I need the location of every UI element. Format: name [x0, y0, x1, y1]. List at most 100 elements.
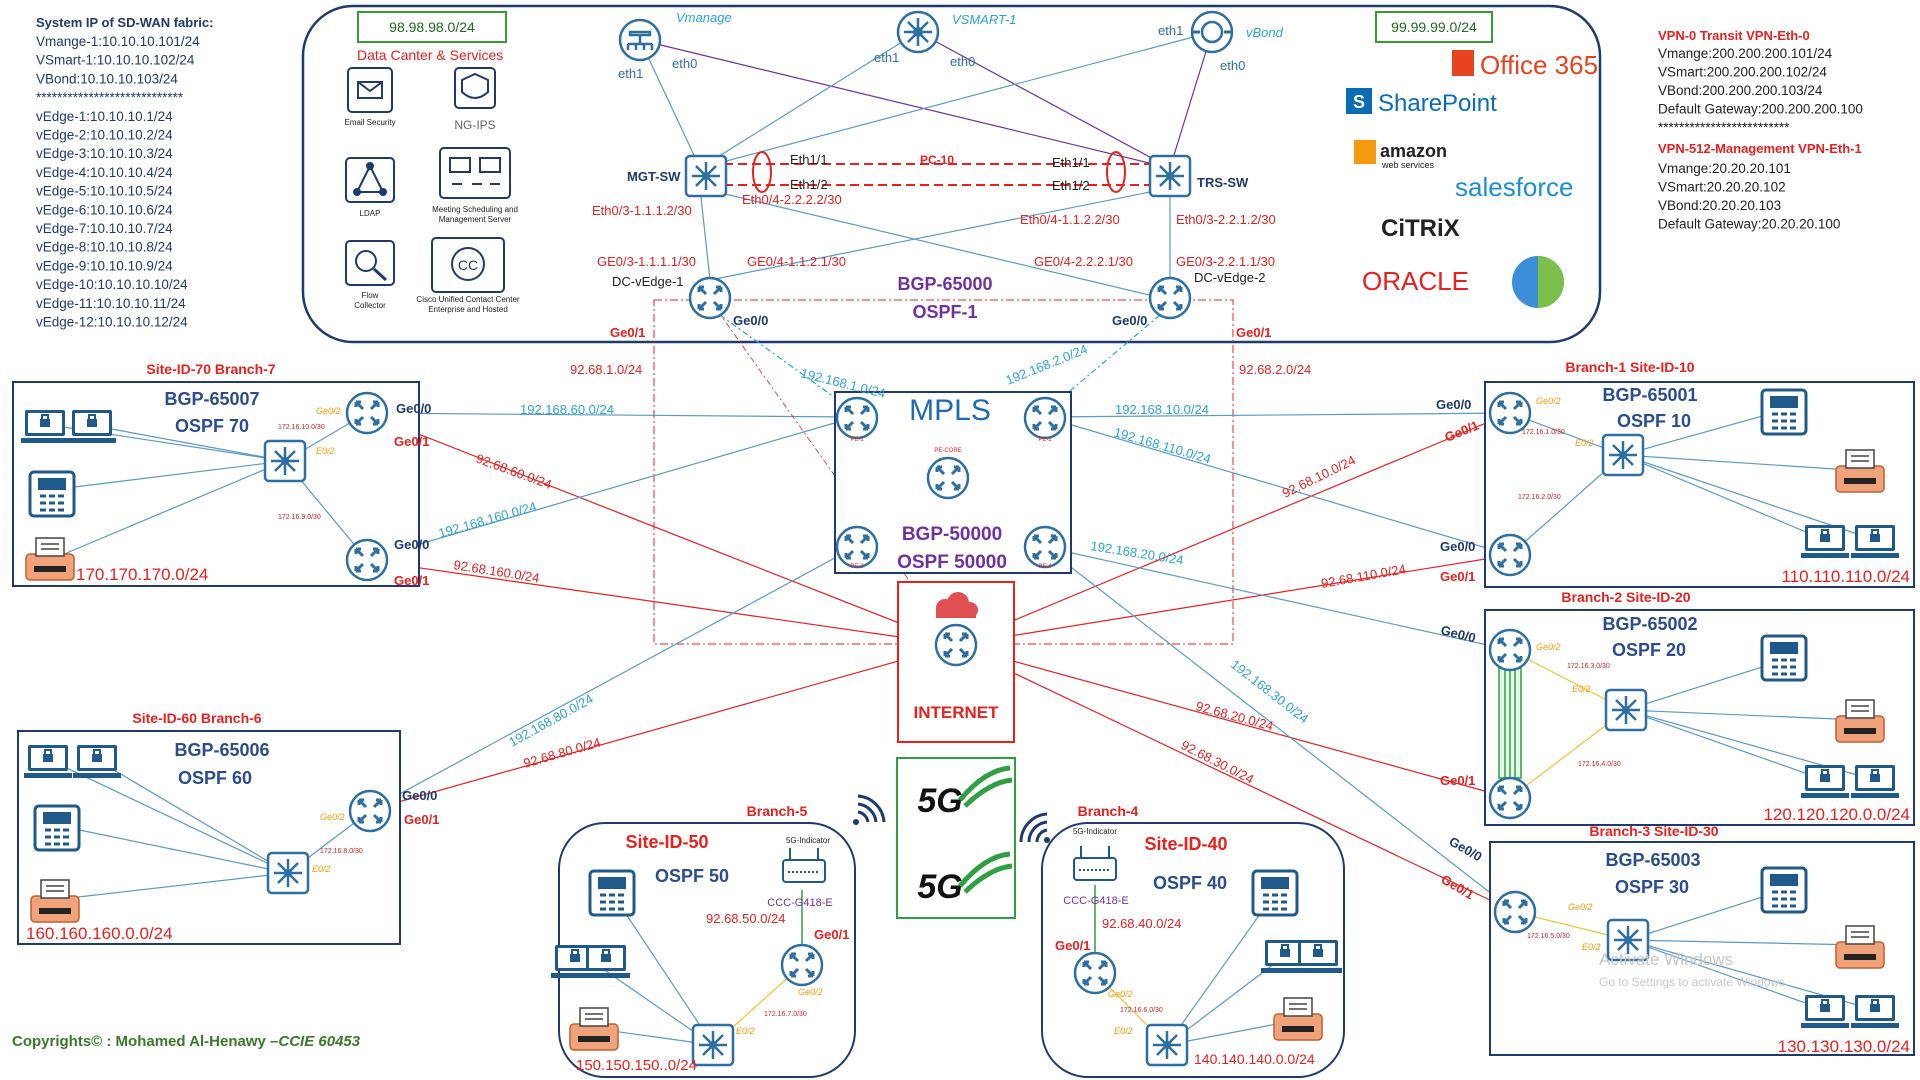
mgt-eth11: Eth1/1	[790, 152, 828, 167]
branch5-phone-icon	[588, 869, 636, 917]
branch2-ge00: Ge0/0	[1439, 622, 1477, 645]
vbond-eth1: eth1	[1158, 23, 1183, 38]
lbl-dc-mpls2: 192.168.2.0/24	[1004, 341, 1090, 387]
pe3-label: PE-3	[850, 564, 864, 570]
amazon-label: amazon	[1380, 141, 1447, 161]
mpls-title: MPLS	[909, 394, 991, 427]
branch7-vedge1-icon	[345, 391, 389, 435]
office365-icon	[1452, 50, 1474, 76]
trs-e03: Eth0/3-2.2.1.2/30	[1176, 212, 1276, 227]
left-info-line-11: vEdge-8:10.10.10.8/24	[36, 240, 173, 255]
branch7-pc1-icon	[20, 409, 70, 444]
branch2-ospf: OSPF 20	[1612, 640, 1686, 660]
sharepoint-label: SharePoint	[1378, 90, 1497, 117]
lbl-b7-inet2: 92.68.160.0/24	[453, 557, 541, 585]
cloud-icon	[936, 592, 978, 618]
watermark-line2: Go to Settings to activate Windows.	[1599, 975, 1788, 989]
pe1-icon	[835, 396, 879, 440]
vpn512-title: VPN-512-Management VPN-Eth-1	[1658, 141, 1862, 156]
portchannel-right-icon	[1106, 151, 1126, 193]
branch4-switch-icon	[1145, 1023, 1189, 1067]
lbl-dc-inet2: 92.68.2.0/24	[1239, 362, 1311, 377]
lbl-b2-mpls: 192.168.20.0/24	[1090, 538, 1185, 568]
vpn0-lines: Vmange:200.200.200.101/24VSmart:200.200.…	[1658, 46, 1863, 135]
lbl-b3-inet: 92.68.30.0/24	[1179, 737, 1257, 786]
branch5-inet: 92.68.50.0/24	[706, 911, 786, 926]
branch4-link1: 172.16.6.0/30	[1120, 1007, 1163, 1014]
branch2-phone-icon	[1760, 634, 1808, 682]
left-info-line-8: vEdge-5:10.10.10.5/24	[36, 184, 173, 199]
branch6-switch-icon	[266, 851, 310, 895]
branch5-indicator: 5G-Indicator	[786, 836, 830, 845]
vsmart-eth0: eth0	[950, 54, 975, 69]
branch1-bgp: BGP-65001	[1602, 385, 1697, 405]
branch4-indicator: 5G-Indicator	[1073, 827, 1117, 836]
vmanage-eth1: eth1	[618, 66, 643, 81]
ve2-ge04: GE0/4-2.2.2.1/30	[1034, 254, 1133, 269]
pe4-icon	[1023, 525, 1067, 569]
vmanage-icon	[618, 18, 662, 62]
left-info-line-15: vEdge-12:10.10.10.12/24	[36, 315, 188, 330]
aws-label: web services	[1381, 160, 1435, 170]
dc-subnet-left: 98.98.98.0/24	[389, 19, 475, 35]
branch4-ospf: OSPF 40	[1153, 873, 1227, 893]
branch3-ge01: Ge0/1	[1439, 872, 1477, 903]
lbl-dc-inet1: 92.68.1.0/24	[570, 362, 642, 377]
branch6-ge02: Ge0/2	[320, 812, 345, 822]
lbl-b2-inet: 92.68.20.0/24	[1194, 698, 1275, 733]
fiveg-label-1: 5G	[917, 782, 962, 820]
vpn0-line-4: *************************	[1658, 120, 1790, 135]
branch3-bgp: BGP-65003	[1605, 850, 1700, 870]
branch1-link2: 172.16.2.0/30	[1518, 494, 1561, 501]
branch6-pc2-icon	[72, 744, 122, 779]
branch6-title: Site-ID-60 Branch-6	[132, 710, 261, 726]
branch7-ge01a: Ge0/1	[394, 434, 429, 449]
contact-center-label-1: Cisco Unified Contact Center	[416, 295, 519, 304]
branch1-e02: E0/2	[1575, 438, 1594, 448]
branch7-ge00a: Ge0/0	[396, 401, 431, 416]
mgt-eth12: Eth1/2	[790, 177, 828, 192]
vbond-eth0: eth0	[1220, 58, 1245, 73]
links	[364, 31, 1516, 913]
branch4-wifi-icon	[1019, 812, 1050, 843]
branch1-lan: 110.110.110.0/24	[1781, 567, 1910, 586]
branch1-ge02: Ge0/2	[1536, 396, 1561, 406]
branch6-pc1-icon	[23, 744, 73, 779]
flow-collector-icon	[345, 240, 395, 286]
branch4-phone-icon	[1251, 869, 1299, 917]
branch5-ospf: OSPF 50	[655, 866, 729, 886]
branch7-bgp: BGP-65007	[164, 389, 259, 409]
vpn512-line-0: Vmange:20.20.20.101	[1658, 161, 1791, 176]
branch7-lan: 170.170.170.0/24	[76, 565, 208, 584]
mgt-sw-label: MGT-SW	[627, 169, 681, 184]
branch5-modem: CCC-G418-E	[767, 897, 832, 909]
dc-bgp: BGP-65000	[897, 274, 992, 294]
oracle-label: ORACLE	[1362, 266, 1469, 296]
ve1-ge03: GE0/3-1.1.1.1/30	[597, 254, 696, 269]
flow-collector-label-1: Flow	[362, 291, 379, 300]
branch2-vedge2-icon	[1488, 776, 1532, 820]
mpls-ospf: OSPF 50000	[897, 552, 1007, 573]
branch6-lan: 160.160.160.0.0/24	[26, 924, 173, 943]
citrix-label: CiTRiX	[1381, 215, 1460, 242]
branch7-ge01b: Ge0/1	[394, 573, 429, 588]
dc-vedge1-label: DC-vEdge-1	[612, 274, 684, 289]
branch3-pc1-icon	[1800, 994, 1850, 1029]
branch3-link1: 172.16.5.0/30	[1527, 933, 1570, 940]
pe-core-icon	[926, 456, 970, 500]
branch7-link2: 172.16.9.0/30	[278, 514, 321, 521]
branch4-title: Branch-4	[1078, 803, 1139, 819]
globe-icon	[1512, 256, 1564, 308]
fiveg-wave-1	[958, 765, 1013, 808]
branch1-vedge1-icon	[1488, 391, 1532, 435]
ve1-ge04: GE0/4-1.1.2.1/30	[747, 254, 846, 269]
branch4-site: Site-ID-40	[1144, 834, 1227, 854]
branch6-link1: 172.16.8.0/30	[320, 848, 363, 855]
lbl-b1-inet2: 92.68.110.0/24	[1320, 561, 1407, 591]
branch2-switch-icon	[1604, 688, 1648, 732]
branch6-bgp: BGP-65006	[174, 740, 269, 760]
left-info-line-0: Vmange-1:10.10.10.101/24	[36, 34, 200, 49]
vpn0-title: VPN-0 Transit VPN-Eth-0	[1658, 28, 1810, 43]
dc-subnet-right: 99.99.99.0/24	[1391, 19, 1477, 35]
branch7-link1: 172.16.10.0/30	[278, 424, 325, 431]
